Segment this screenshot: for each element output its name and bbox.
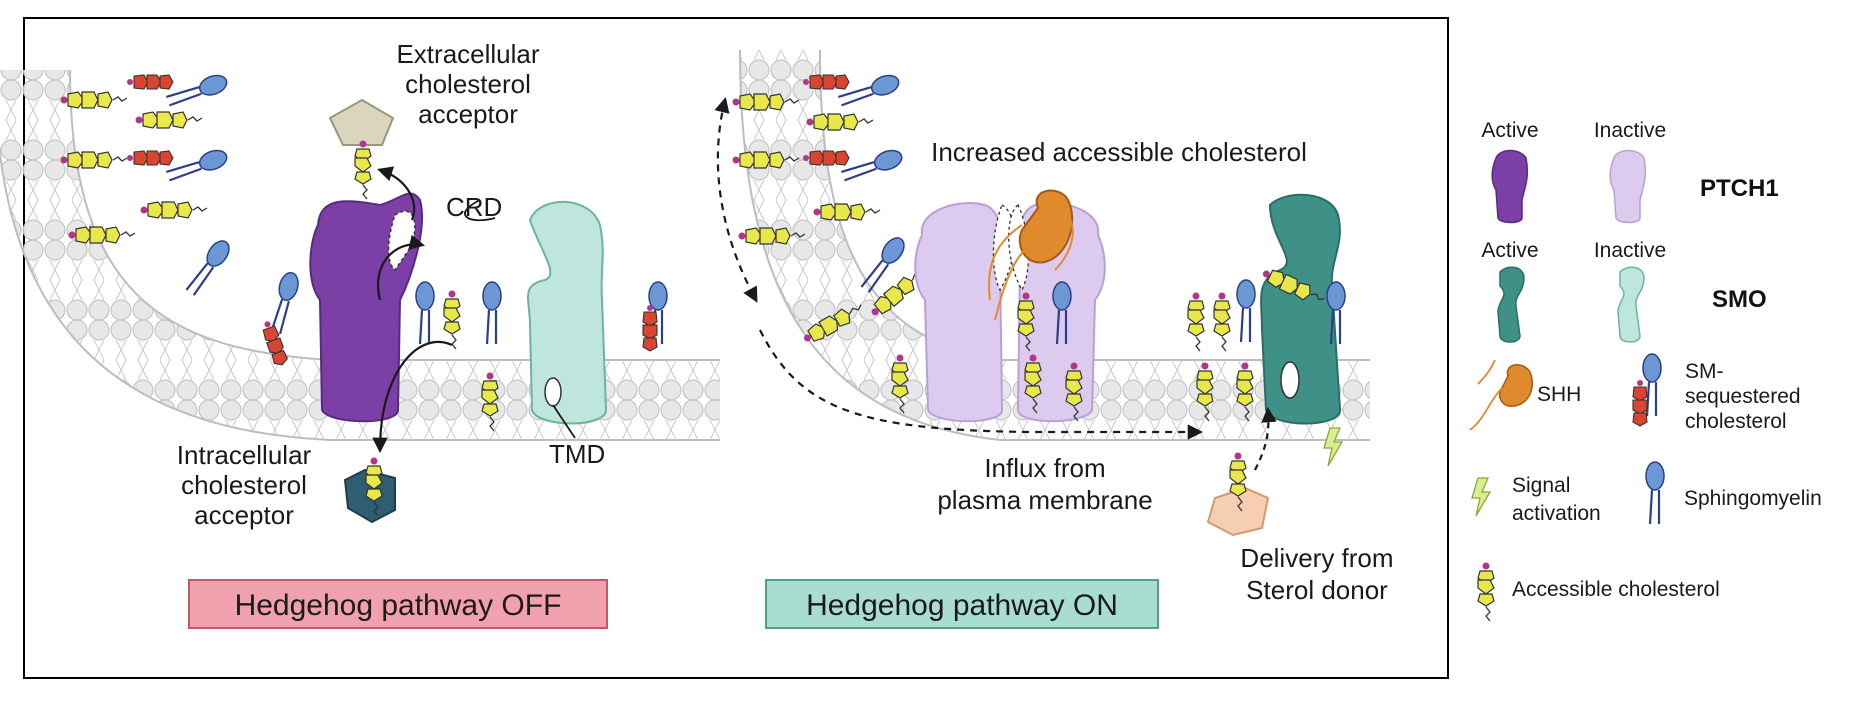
pathway-on-box bbox=[765, 579, 1159, 629]
membrane-right bbox=[740, 50, 1370, 440]
legend-smo-active-label: Active bbox=[1481, 239, 1538, 262]
crd-label: CRD bbox=[446, 192, 502, 222]
sm-cholesterol-icon bbox=[126, 150, 174, 166]
delivery-arrow bbox=[1254, 406, 1277, 471]
tmd-label: TMD bbox=[549, 439, 605, 469]
legend-smo-inactive-label: Inactive bbox=[1594, 239, 1666, 262]
intracellular-label-line2: cholesterol bbox=[181, 470, 307, 500]
smo-inactive-protein bbox=[527, 200, 608, 425]
legend-sm-label-line1: SM- bbox=[1685, 360, 1724, 383]
extracellular-arrow bbox=[377, 166, 416, 221]
accessible-cholesterol-legend-icon bbox=[1477, 561, 1495, 622]
intracellular-label-line1: Intracellular bbox=[177, 440, 312, 470]
legend-sm-label-line2: sequestered bbox=[1685, 385, 1801, 408]
sm-cholesterol-icon bbox=[642, 304, 658, 352]
ptch1-inactive-icon bbox=[1609, 149, 1647, 224]
sphingomyelin-legend-icon bbox=[1644, 460, 1666, 526]
delivery-label-line1: Delivery from bbox=[1240, 543, 1393, 573]
influx-label-line2: plasma membrane bbox=[937, 485, 1152, 515]
membrane-flow-arrow bbox=[714, 97, 758, 303]
influx-label-line1: Influx from bbox=[984, 453, 1105, 483]
sm-cholesterol-icon bbox=[126, 74, 174, 90]
increased-cholesterol-label: Increased accessible cholesterol bbox=[931, 137, 1307, 167]
extracellular-label-line2: cholesterol bbox=[405, 69, 531, 99]
membrane-left bbox=[0, 70, 720, 440]
legend-sphingomyelin-label: Sphingomyelin bbox=[1684, 487, 1822, 510]
smo-active-icon bbox=[1497, 266, 1525, 343]
left-panel: Extracellular cholesterol acceptor CRD T… bbox=[0, 39, 720, 629]
legend-signal-label-line1: Signal bbox=[1512, 474, 1570, 497]
smo-active-protein bbox=[1260, 193, 1342, 425]
legend-ptch1-label: PTCH1 bbox=[1700, 175, 1779, 202]
signal-activation-icon bbox=[1471, 477, 1491, 517]
extracellular-acceptor-shape bbox=[328, 98, 395, 146]
legend-sm-label-line3: cholesterol bbox=[1685, 410, 1787, 433]
sm-cholesterol-icon bbox=[802, 150, 850, 166]
sm-cholesterol-icon bbox=[802, 74, 850, 90]
crd-pointer bbox=[464, 199, 496, 222]
extracellular-label-line3: acceptor bbox=[418, 99, 518, 129]
sm-cholesterol-icon bbox=[1632, 379, 1648, 427]
pathway-off-box bbox=[188, 579, 608, 629]
legend-shh-label: SHH bbox=[1537, 383, 1581, 406]
shh-icon bbox=[1498, 364, 1534, 407]
intracellular-arrow bbox=[372, 340, 453, 454]
legend: Active Inactive PTCH1 Active Inactive SM… bbox=[1469, 119, 1822, 622]
legend-signal-label-line2: activation bbox=[1512, 502, 1601, 525]
legend-ptch1-inactive-label: Inactive bbox=[1594, 119, 1666, 142]
legend-smo-label: SMO bbox=[1712, 286, 1767, 313]
smo-inactive-icon bbox=[1617, 266, 1645, 343]
pathway-off-label: Hedgehog pathway OFF bbox=[235, 589, 562, 622]
legend-ptch1-active-label: Active bbox=[1481, 119, 1538, 142]
delivery-label-line2: Sterol donor bbox=[1246, 575, 1388, 605]
ptch1-active-icon bbox=[1491, 149, 1529, 224]
tmd-pointer bbox=[552, 404, 576, 439]
extracellular-label-line1: Extracellular bbox=[396, 39, 539, 69]
right-panel: Increased accessible cholesterol Influx … bbox=[714, 49, 1394, 629]
pathway-on-label: Hedgehog pathway ON bbox=[806, 589, 1118, 622]
ptch1-inactive-protein-a bbox=[914, 202, 1004, 423]
efflux-arrow bbox=[377, 234, 426, 301]
intracellular-label-line3: acceptor bbox=[194, 500, 294, 530]
legend-accessible-label: Accessible cholesterol bbox=[1512, 578, 1720, 601]
